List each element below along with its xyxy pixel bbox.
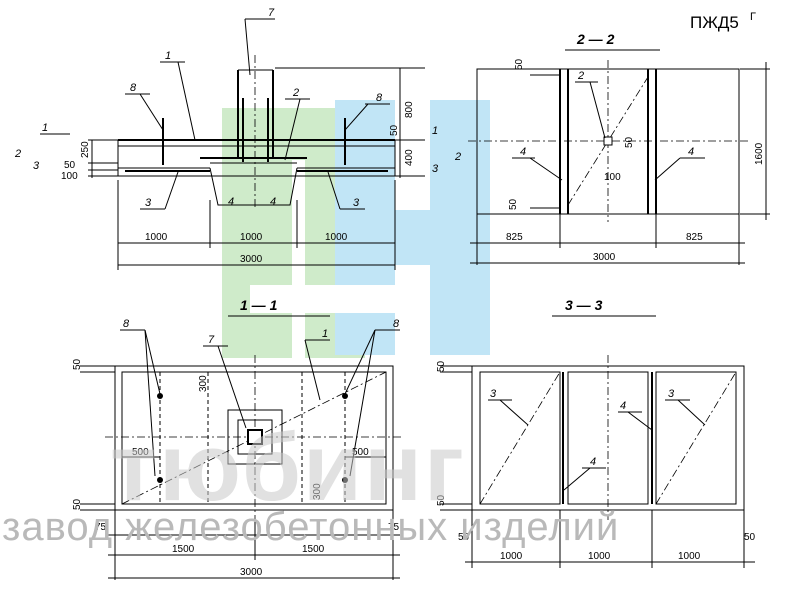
dim-label: 1600: [754, 142, 765, 165]
callout-8: 8: [393, 318, 400, 330]
dim-label: 50: [64, 160, 76, 171]
callout-4: 4: [228, 196, 234, 208]
cut-mark-1: 1: [42, 122, 48, 134]
section-title-1-1: 1 — 1: [240, 297, 278, 313]
callout-4: 4: [520, 146, 526, 158]
view-section-3-3: 3 — 3 50 50 50 50 1000 1000 1000 3 3: [436, 297, 756, 568]
dim-label: 1000: [588, 551, 611, 562]
section-title-3-3: 3 — 3: [565, 297, 603, 313]
dim-label: 100: [61, 171, 78, 182]
callout-4: 4: [270, 196, 276, 208]
dim-label: 50: [624, 136, 635, 148]
dim-label: 500: [352, 447, 369, 458]
dim-label: 1500: [172, 544, 195, 555]
callout-1: 1: [322, 328, 328, 340]
dim-label: 300: [312, 483, 323, 500]
watermark-text: завод железобетонных изделий: [2, 505, 619, 549]
dim-label: 800: [404, 101, 415, 118]
dim-label: 50: [72, 498, 83, 510]
cut-mark-2: 2: [454, 151, 461, 163]
dim-label: 825: [686, 232, 703, 243]
dim-label: 1000: [500, 551, 523, 562]
view-section-2-2: 2 — 2 1600 50 50 50 100 825 825 3000 2: [468, 31, 770, 265]
view-elevation: 1000 1000 1000 3000 250 50 100 800 400 5…: [14, 7, 461, 270]
dim-label: 825: [506, 232, 523, 243]
callout-2: 2: [292, 87, 299, 99]
callout-3: 3: [490, 388, 497, 400]
dim-label: 500: [132, 447, 149, 458]
drawing-title-sup: Г: [750, 11, 756, 23]
dim-label: 100: [604, 172, 621, 183]
dim-label: 75: [95, 522, 107, 533]
callout-8: 8: [123, 318, 130, 330]
dim-label: 50: [514, 58, 525, 70]
dim-label: 300: [198, 375, 209, 392]
callout-4: 4: [620, 400, 626, 412]
dim-label: 75: [388, 522, 400, 533]
dim-label: 1000: [240, 232, 263, 243]
dim-label: 50: [436, 494, 447, 506]
callout-8: 8: [130, 82, 137, 94]
dim-label: 1500: [302, 544, 325, 555]
dim-label: 1000: [145, 232, 168, 243]
callout-3: 3: [668, 388, 675, 400]
cut-mark-3: 3: [432, 163, 439, 175]
dim-label: 3000: [593, 252, 616, 263]
callout-8: 8: [376, 92, 383, 104]
callout-4: 4: [590, 456, 596, 468]
callout-2: 2: [577, 70, 584, 82]
view-section-1-1: 1 — 1 50 50 500 500 300 300: [72, 297, 402, 580]
dim-label: 1000: [678, 551, 701, 562]
dim-label: 50: [436, 360, 447, 372]
dim-label: 50: [389, 124, 400, 136]
dim-label: 3000: [240, 254, 263, 265]
dim-label: 3000: [240, 567, 263, 578]
callout-3: 3: [353, 197, 360, 209]
cut-mark-3: 3: [33, 160, 40, 172]
callout-7: 7: [208, 334, 215, 346]
dim-label: 400: [404, 149, 415, 166]
dim-label: 1000: [325, 232, 348, 243]
section-title-2-2: 2 — 2: [576, 31, 615, 47]
callout-4: 4: [688, 146, 694, 158]
cut-mark-1: 1: [432, 125, 438, 137]
drawing-title: ПЖД5: [690, 13, 739, 32]
dim-label: 50: [508, 198, 519, 210]
dim-label: 50: [72, 358, 83, 370]
logo-watermark: [222, 100, 490, 358]
dim-label: 250: [80, 141, 91, 158]
dim-label: 50: [744, 532, 756, 543]
brand-watermark: тюбинг: [110, 414, 466, 521]
callout-1: 1: [165, 50, 171, 62]
dim-label: 50: [458, 532, 470, 543]
callout-3: 3: [145, 197, 152, 209]
callout-7: 7: [268, 7, 275, 19]
cut-mark-2: 2: [14, 148, 21, 160]
